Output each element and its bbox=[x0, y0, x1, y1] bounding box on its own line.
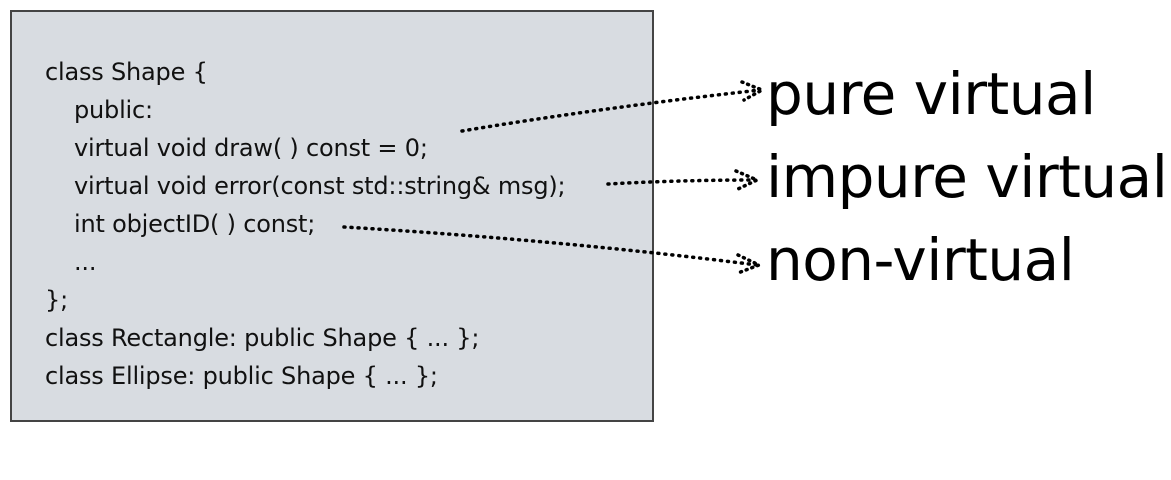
code-line-close-brace: }; bbox=[45, 286, 68, 314]
arrowhead-impure-virtual bbox=[734, 169, 762, 191]
code-line-public: public: bbox=[74, 96, 153, 124]
code-line-ellipsis: ... bbox=[74, 248, 97, 276]
arrowhead-non-virtual bbox=[736, 253, 764, 275]
code-line-class-shape: class Shape { bbox=[45, 58, 208, 86]
label-pure-virtual: pure virtual bbox=[766, 60, 1096, 128]
arrowhead-pure-virtual bbox=[740, 80, 767, 102]
code-line-error: virtual void error(const std::string& ms… bbox=[74, 172, 566, 200]
code-line-rectangle: class Rectangle: public Shape { ... }; bbox=[45, 324, 480, 352]
code-line-objectid: int objectID( ) const; bbox=[74, 210, 316, 238]
label-impure-virtual: impure virtual bbox=[766, 143, 1168, 211]
code-line-draw: virtual void draw( ) const = 0; bbox=[74, 134, 428, 162]
code-line-ellipse: class Ellipse: public Shape { ... }; bbox=[45, 362, 438, 390]
label-non-virtual: non-virtual bbox=[766, 226, 1075, 294]
code-box bbox=[10, 10, 654, 422]
